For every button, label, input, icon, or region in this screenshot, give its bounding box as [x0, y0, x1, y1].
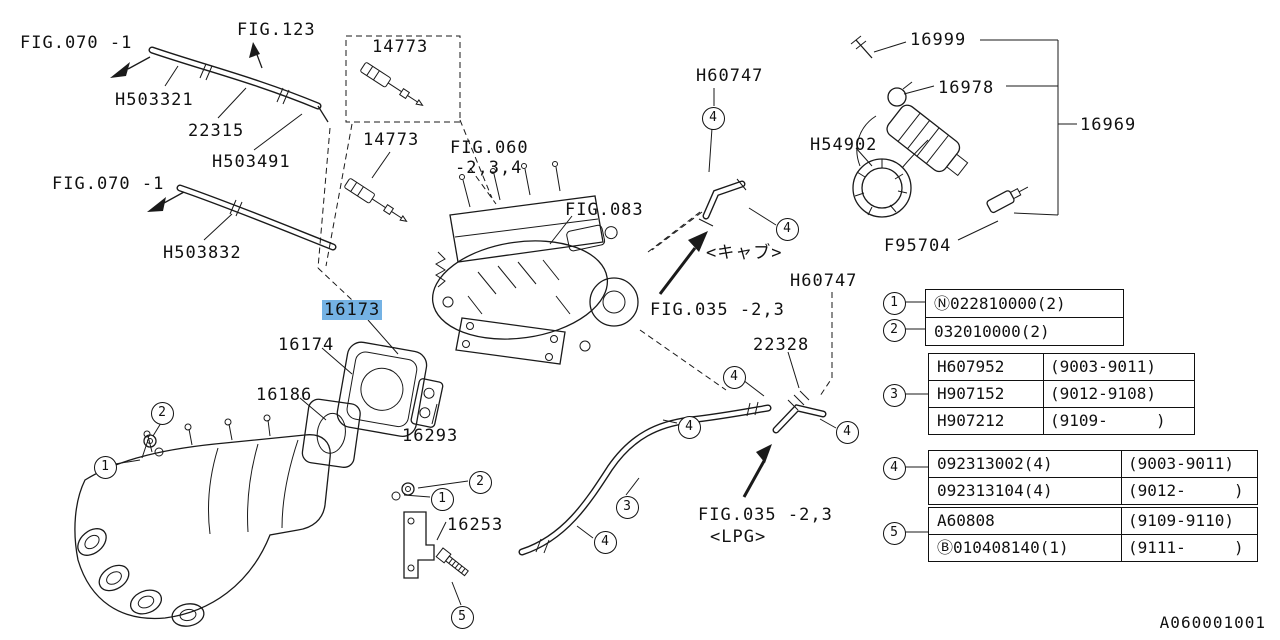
date-range-cell: (9109- ) — [1043, 408, 1194, 434]
callout-4: 4 — [701, 106, 725, 130]
fig-ref-035-carb[interactable]: FIG.035 -2,3 — [650, 300, 785, 320]
table-row[interactable]: 092313104(4) (9012- ) — [929, 477, 1257, 504]
part-number-cell: 092313104(4) — [937, 481, 1053, 500]
gasket-drawings — [299, 319, 444, 468]
table-row[interactable]: 092313002(4) (9003-9011) — [929, 451, 1257, 477]
callout-4: 4 — [882, 456, 906, 480]
callout-4: 4 — [775, 217, 799, 241]
bracket-bolt-drawing — [403, 511, 469, 606]
throttle-body-drawing — [431, 161, 727, 391]
callout-3: 3 — [882, 383, 906, 407]
callout-4: 4 — [835, 420, 859, 444]
fig-ref-060-sub[interactable]: -2,3,4 — [455, 158, 523, 178]
part-number-cell: A60808 — [937, 511, 995, 530]
table-row[interactable]: H907152 (9012-9108) — [929, 380, 1194, 407]
part-16186[interactable]: 16186 — [256, 385, 313, 405]
callout-1: 1 — [93, 455, 117, 479]
date-range-cell: (9109-9110) — [1121, 508, 1257, 534]
date-range-cell: (9003-9011) — [1121, 451, 1257, 477]
injector-drawing — [317, 35, 493, 301]
table-row[interactable]: 032010000(2) — [926, 317, 1123, 345]
part-H503491[interactable]: H503491 — [212, 152, 291, 172]
callout-1: 1 — [430, 487, 454, 511]
ref-table-callout-4: 092313002(4) (9003-9011) 092313104(4) (9… — [928, 450, 1258, 505]
callout-4: 4 — [722, 365, 746, 389]
callout-2: 2 — [882, 318, 906, 342]
ref-table-callout-5: A60808 (9109-9110) Ⓑ010408140(1) (9111- … — [928, 507, 1258, 562]
table-row[interactable]: Ⓝ022810000(2) — [926, 290, 1123, 317]
ref-table-callout-3: H607952 (9003-9011) H907152 (9012-9108) … — [928, 353, 1195, 435]
part-number-cell: Ⓝ022810000(2) — [934, 294, 1066, 313]
part-H60747-lpg[interactable]: H60747 — [790, 271, 858, 291]
part-16253[interactable]: 16253 — [447, 515, 504, 535]
elbow-lpg-drawing — [742, 292, 837, 498]
elbow-carb-drawing — [651, 88, 777, 295]
date-range-cell: (9012- ) — [1121, 478, 1257, 504]
part-22315[interactable]: 22315 — [188, 121, 245, 141]
iac-valve-assembly-drawing — [850, 35, 1077, 241]
intake-manifold-drawing — [74, 414, 469, 627]
fig-ref-070-1-left[interactable]: FIG.070 -1 — [52, 174, 165, 194]
callout-1: 1 — [882, 291, 906, 315]
part-number-cell: H907212 — [937, 411, 1005, 430]
ref-table-nuts: Ⓝ022810000(2) 032010000(2) — [925, 289, 1124, 346]
part-16978[interactable]: 16978 — [938, 78, 995, 98]
part-H503321[interactable]: H503321 — [115, 90, 194, 110]
part-number-cell: 092313002(4) — [937, 454, 1053, 473]
table-row[interactable]: Ⓑ010408140(1) (9111- ) — [929, 534, 1257, 561]
part-14773-lower[interactable]: 14773 — [363, 130, 420, 150]
date-range-cell: (9003-9011) — [1043, 354, 1194, 380]
table-row[interactable]: H907212 (9109- ) — [929, 407, 1194, 434]
callout-3: 3 — [615, 495, 639, 519]
callout-4: 4 — [677, 415, 701, 439]
part-H54902[interactable]: H54902 — [810, 135, 878, 155]
fig-ref-035-lpg[interactable]: FIG.035 -2,3 — [698, 505, 833, 525]
fig-ref-083[interactable]: FIG.083 — [565, 200, 644, 220]
callout-2: 2 — [468, 470, 492, 494]
table-callout-ticks — [904, 301, 928, 533]
table-row[interactable]: H607952 (9003-9011) — [929, 354, 1194, 380]
date-range-cell: (9012-9108) — [1043, 381, 1194, 407]
part-H60747-carb[interactable]: H60747 — [696, 66, 764, 86]
part-H503832[interactable]: H503832 — [163, 243, 242, 263]
part-22328[interactable]: 22328 — [753, 335, 810, 355]
part-16969[interactable]: 16969 — [1080, 115, 1137, 135]
part-number-cell: H607952 — [937, 357, 1005, 376]
part-number-cell: 032010000(2) — [934, 322, 1050, 341]
vacuum-hoses-drawing — [110, 42, 337, 251]
callout-5: 5 — [450, 605, 474, 629]
note-lpg: <LPG> — [710, 527, 767, 547]
part-number-cell: H907152 — [937, 384, 1005, 403]
large-hose-drawing — [518, 401, 772, 556]
part-16174[interactable]: 16174 — [278, 335, 335, 355]
date-range-cell: (9111- ) — [1121, 535, 1257, 561]
drawing-code: A060001001 — [1159, 613, 1266, 632]
fig-ref-070-1-top[interactable]: FIG.070 -1 — [20, 33, 133, 53]
part-14773-upper[interactable]: 14773 — [372, 37, 429, 57]
table-row[interactable]: A60808 (9109-9110) — [929, 508, 1257, 534]
note-carb: <キャブ> — [706, 243, 783, 263]
callout-2: 2 — [150, 401, 174, 425]
fig-ref-123[interactable]: FIG.123 — [237, 20, 316, 40]
callout-5: 5 — [882, 521, 906, 545]
part-number-cell: Ⓑ010408140(1) — [937, 538, 1069, 557]
fig-ref-060[interactable]: FIG.060 — [450, 138, 529, 158]
part-16173[interactable]: 16173 — [322, 300, 383, 320]
part-F95704[interactable]: F95704 — [884, 236, 952, 256]
part-16293[interactable]: 16293 — [402, 426, 459, 446]
part-16999[interactable]: 16999 — [910, 30, 967, 50]
callout-4: 4 — [593, 530, 617, 554]
